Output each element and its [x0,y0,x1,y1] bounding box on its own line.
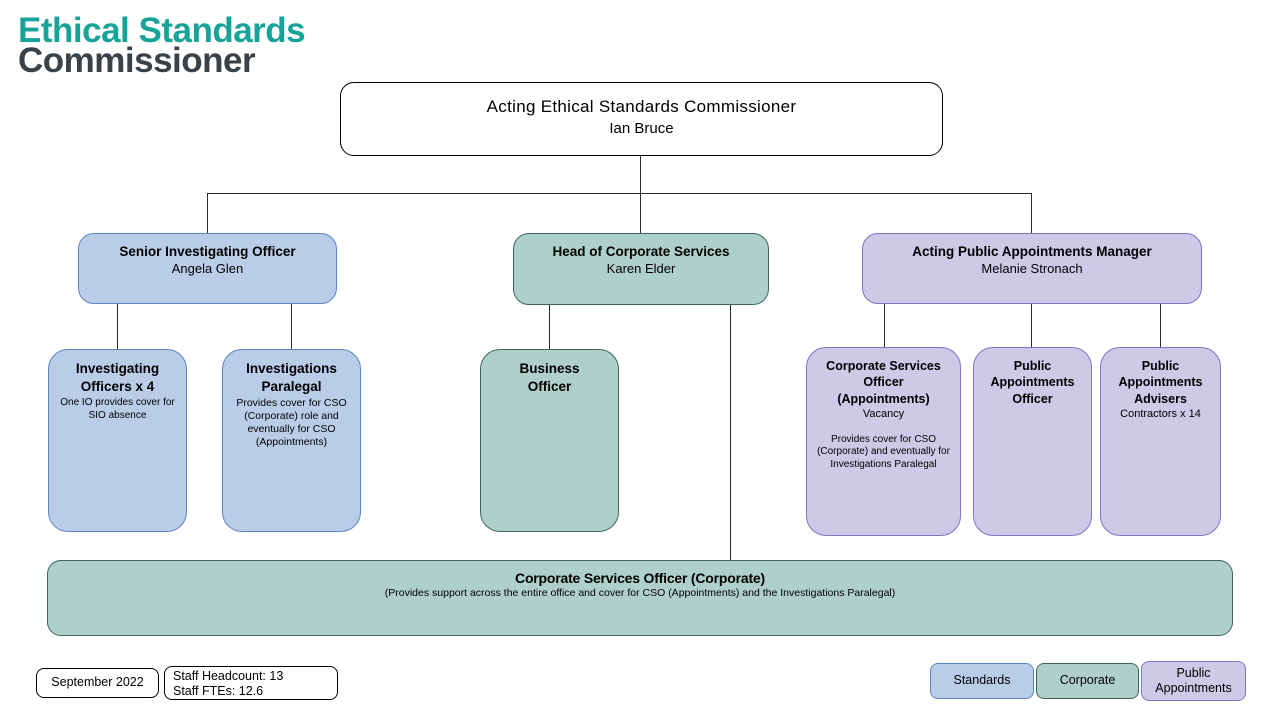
esc-logo: Ethical Standards Commissioner [18,11,306,80]
legend-standards: Standards [930,663,1034,699]
connector-to-cso-appointments [884,303,885,347]
connector-to-business-officer [549,305,550,349]
connector-to-io4 [117,304,118,349]
org-box-investigations-paralegal: Investigations Paralegal Provides cover … [222,349,361,532]
pa-officer-title: Public Appointments Officer [990,359,1075,406]
paralegal-note: Provides cover for CSO (Corporate) role … [236,397,347,449]
connector-level2-rail [207,193,1031,194]
connector-to-apam [1031,193,1032,233]
connector-to-cso-corporate [730,305,731,560]
staff-ftes-label: Staff FTEs: 12.6 [173,684,264,698]
commissioner-title: Acting Ethical Standards Commissioner [486,97,797,116]
legend-corporate: Corporate [1036,663,1139,699]
legend-standards-label: Standards [953,673,1011,687]
date-box: September 2022 [36,668,159,698]
org-box-public-appointments-advisers: Public Appointments Advisers Contractors… [1100,347,1221,536]
org-box-commissioner: Acting Ethical Standards Commissioner Ia… [340,82,943,156]
cso-appointments-title: Corporate Services Officer (Appointments… [826,359,941,406]
cso-appointments-note: Provides cover for CSO (Corporate) and e… [817,433,950,470]
cso-corporate-note: (Provides support across the entire offi… [384,587,896,599]
legend-public-appointments-label: Public Appointments [1155,666,1232,695]
org-box-head-of-corporate-services: Head of Corporate Services Karen Elder [513,233,769,305]
org-box-business-officer: Business Officer [480,349,619,532]
hocs-name: Karen Elder [606,261,676,276]
paralegal-title: Investigations Paralegal [246,361,337,394]
staff-headcount-label: Staff Headcount: 13 [173,669,284,683]
hocs-title: Head of Corporate Services [552,244,730,259]
connector-to-sio [207,193,208,233]
cso-corporate-title: Corporate Services Officer (Corporate) [515,570,765,586]
connector-to-pa-officer [1031,303,1032,347]
staff-stats-box: Staff Headcount: 13 Staff FTEs: 12.6 [164,666,338,700]
sio-name: Angela Glen [171,261,244,276]
org-box-public-appointments-officer: Public Appointments Officer [973,347,1092,536]
sio-title: Senior Investigating Officer [119,244,296,259]
legend-public-appointments: Public Appointments [1141,661,1246,701]
date-label: September 2022 [51,675,144,689]
apam-name: Melanie Stronach [981,261,1083,276]
connector-to-pa-advisers [1160,303,1161,347]
business-officer-title: Business Officer [519,361,580,394]
org-box-senior-investigating-officer: Senior Investigating Officer Angela Glen [78,233,337,304]
org-box-investigating-officers: Investigating Officers x 4 One IO provid… [48,349,187,532]
io4-title: Investigating Officers x 4 [75,361,160,394]
org-box-acting-public-appointments-manager: Acting Public Appointments Manager Melan… [862,233,1202,304]
org-box-cso-appointments: Corporate Services Officer (Appointments… [806,347,961,536]
apam-title: Acting Public Appointments Manager [912,244,1152,259]
connector-to-paralegal [291,304,292,349]
pa-advisers-note: Contractors x 14 [1120,407,1201,420]
commissioner-name: Ian Bruce [609,120,674,137]
logo-line-1: Ethical Standards [18,11,306,50]
connector-to-hocs [640,193,641,233]
pa-advisers-title: Public Appointments Advisers [1118,359,1203,406]
legend-corporate-label: Corporate [1059,673,1116,687]
org-box-cso-corporate: Corporate Services Officer (Corporate) (… [47,560,1233,636]
io4-note: One IO provides cover for SIO absence [60,397,175,421]
cso-appointments-status: Vacancy [862,407,905,420]
logo-line-2: Commissioner [18,41,256,80]
connector-root-stem [640,156,641,193]
